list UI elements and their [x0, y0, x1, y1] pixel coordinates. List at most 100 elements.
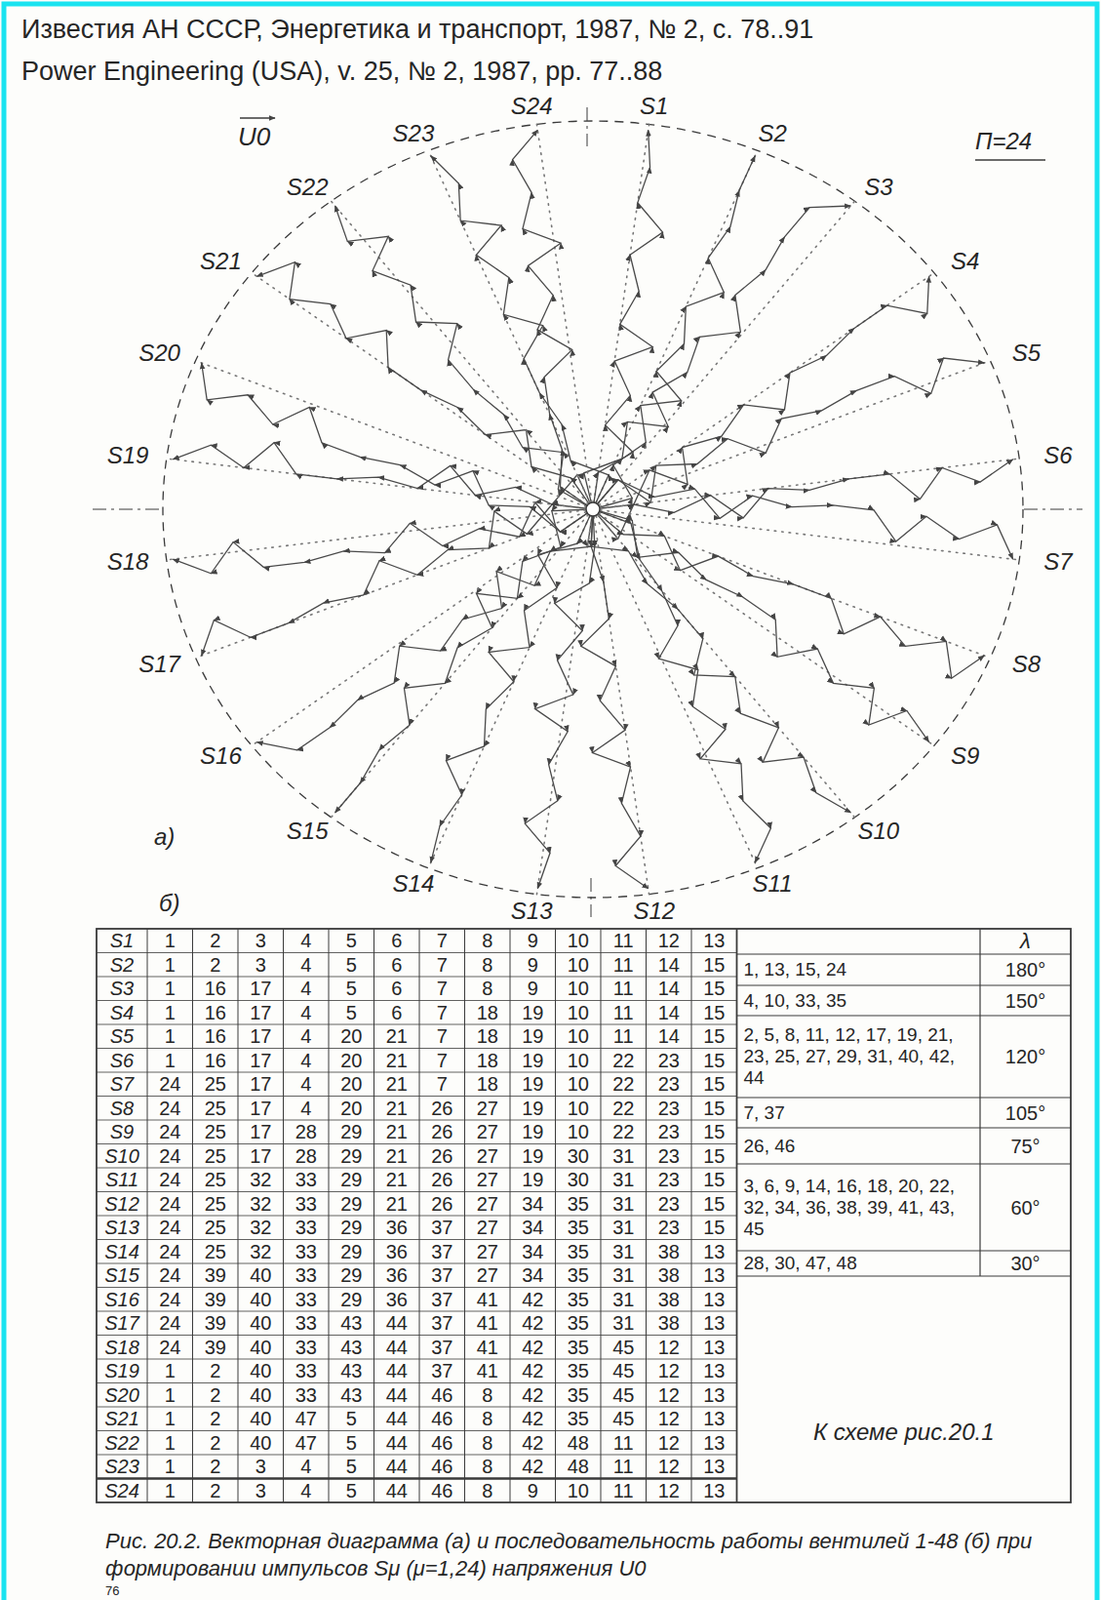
table-rule — [96, 1238, 738, 1240]
valve-number: 9 — [510, 976, 556, 1001]
valve-number: 6 — [374, 976, 421, 1001]
valve-number: 5 — [328, 928, 375, 953]
valve-number: 45 — [600, 1406, 647, 1431]
row-header: S16 — [96, 1287, 148, 1312]
valve-number: 24 — [147, 1191, 194, 1217]
pulse-label: S19 — [100, 440, 156, 472]
pulse-label: S23 — [386, 118, 441, 151]
valve-number: 1 — [147, 976, 194, 1001]
phasor-path — [201, 504, 593, 656]
valve-number: 13 — [691, 1239, 738, 1264]
phasor-path — [584, 205, 852, 510]
valve-number: 22 — [600, 1048, 647, 1073]
valve-number: 33 — [283, 1239, 330, 1264]
figure-caption: Рис. 20.2. Векторная диаграмма (а) и пос… — [105, 1527, 1081, 1582]
valve-number: 27 — [465, 1167, 512, 1192]
valve-number: 46 — [419, 1478, 466, 1503]
valve-number: 13 — [691, 1358, 738, 1383]
valve-number: 5 — [328, 1430, 375, 1455]
pulse-label: S24 — [504, 91, 559, 123]
valve-number: 17 — [237, 1071, 284, 1097]
pulse-label: S4 — [938, 246, 993, 278]
valve-number: 25 — [193, 1239, 239, 1264]
valve-number: 42 — [510, 1310, 556, 1336]
valve-number: 2 — [193, 1454, 239, 1479]
valve-number: 22 — [600, 1071, 647, 1097]
valve-number: 2 — [193, 1406, 239, 1431]
valve-number: 24 — [147, 1239, 194, 1264]
valve-number: 24 — [147, 1143, 194, 1169]
valve-number: 44 — [374, 1335, 421, 1360]
valve-number: 24 — [147, 1287, 194, 1312]
valve-number: 14 — [646, 976, 693, 1001]
dotted-spoke — [592, 458, 1020, 510]
valve-number: 37 — [419, 1287, 466, 1312]
vector-symbol: U0 — [237, 120, 301, 155]
valve-number: 29 — [328, 1287, 375, 1312]
valve-number: 21 — [374, 1191, 421, 1217]
valve-number: 38 — [646, 1287, 693, 1312]
valve-number: 23 — [646, 1215, 693, 1240]
valve-number: 21 — [374, 1023, 421, 1049]
valve-number: 42 — [510, 1430, 556, 1455]
pulse-label: S21 — [193, 246, 248, 278]
valve-number: 35 — [555, 1262, 602, 1288]
valve-number: 38 — [646, 1239, 693, 1264]
table-rule — [96, 1142, 738, 1144]
valve-number: 24 — [147, 1167, 194, 1192]
angle-value: 30° — [980, 1250, 1071, 1276]
valve-number: 10 — [555, 976, 602, 1001]
valve-number: 17 — [237, 1096, 284, 1121]
valve-number: 21 — [374, 1096, 421, 1121]
axis-line — [1023, 509, 1083, 511]
table-rule — [96, 1310, 738, 1312]
valve-number: 40 — [237, 1406, 284, 1431]
valve-number: 26 — [419, 1119, 466, 1144]
valve-number: 35 — [555, 1215, 602, 1240]
valve-number: 11 — [600, 1454, 647, 1479]
angle-value: 180° — [980, 953, 1071, 985]
valve-number: 1 — [147, 1382, 194, 1408]
pulse-label: S9 — [938, 740, 993, 772]
valve-number: 23 — [646, 1143, 693, 1169]
valve-number: 4 — [283, 1023, 330, 1049]
phasor-path — [256, 262, 593, 510]
valve-number: 43 — [328, 1335, 375, 1360]
phasor-path — [592, 509, 930, 743]
valve-number: 15 — [691, 1143, 738, 1169]
valve-number: 12 — [646, 1430, 693, 1455]
valve-number: 27 — [465, 1119, 512, 1144]
valve-number: 32 — [237, 1215, 284, 1240]
valve-number: 19 — [510, 1048, 556, 1073]
pulse-label: S12 — [627, 895, 682, 927]
valve-number: 13 — [691, 1262, 738, 1288]
valve-number: 11 — [600, 952, 647, 978]
valve-number: 37 — [419, 1310, 466, 1336]
origin-point — [586, 502, 600, 516]
valve-number: 34 — [510, 1191, 556, 1217]
valve-number: 33 — [283, 1262, 330, 1288]
valve-number: 1 — [147, 1478, 194, 1503]
valve-number: 46 — [419, 1430, 466, 1455]
valve-number: 26 — [419, 1096, 466, 1121]
valve-number: 43 — [328, 1382, 375, 1408]
row-header: S3 — [96, 976, 148, 1001]
phasor-path — [592, 509, 984, 678]
valve-number: 8 — [465, 928, 512, 953]
row-header: S1 — [96, 928, 148, 953]
valve-number: 7 — [419, 1000, 466, 1025]
valve-number: 4 — [283, 928, 330, 953]
valve-number: 44 — [374, 1310, 421, 1336]
valve-number: 26 — [419, 1167, 466, 1192]
valve-number: 32 — [237, 1239, 284, 1264]
valve-number: 33 — [283, 1358, 330, 1383]
table-rule — [737, 1274, 1072, 1276]
valve-number: 10 — [555, 1071, 602, 1097]
valve-number: 15 — [691, 1215, 738, 1240]
valve-number: 23 — [646, 1119, 693, 1144]
valve-number: 24 — [147, 1335, 194, 1360]
valve-number: 2 — [193, 952, 239, 978]
table-rule — [96, 1429, 738, 1431]
valve-number: 16 — [193, 1023, 239, 1049]
dotted-spoke — [166, 458, 593, 510]
